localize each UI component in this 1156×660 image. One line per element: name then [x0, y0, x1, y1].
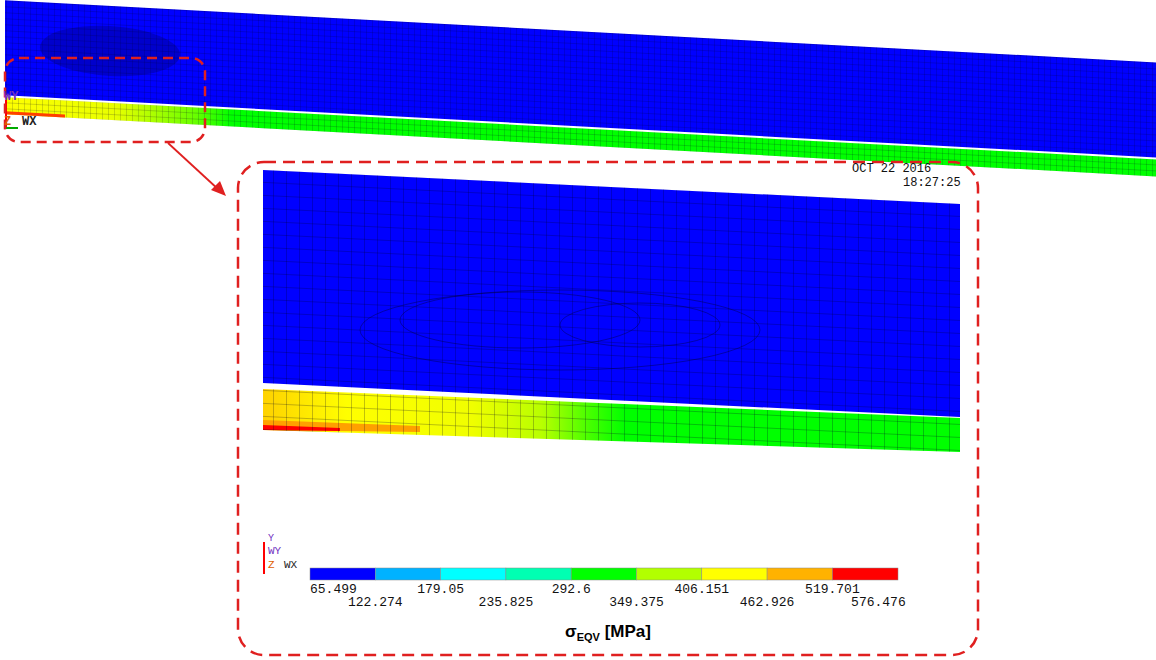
axis-label: WX [284, 560, 297, 571]
symbol: σ [565, 622, 577, 641]
unit: [MPa] [605, 622, 651, 641]
axis-label: Y [268, 534, 274, 544]
scale-value: 292.6 [552, 583, 591, 596]
axis-label: WY [268, 546, 281, 557]
timestamp: 18:27:25 [903, 177, 961, 189]
scale-value: 122.274 [348, 596, 403, 609]
quantity-caption: σEQV [MPa] [565, 622, 651, 643]
axis-label: Z [268, 560, 275, 571]
subscript: EQV [577, 631, 600, 643]
scale-value: 576.476 [851, 596, 906, 609]
axis-label: Z [4, 116, 11, 128]
scale-value: 65.499 [310, 583, 357, 596]
scale-value: 179.05 [417, 583, 464, 596]
timestamp: OCT 22 2016 [852, 163, 931, 175]
scale-value: 462.926 [740, 596, 795, 609]
axis-label: WX [22, 116, 36, 128]
axis-label: WY [4, 91, 18, 103]
color-bar [310, 568, 898, 580]
scale-value: 406.151 [674, 583, 729, 596]
scale-value: 519.701 [805, 583, 860, 596]
scale-value: 349.375 [609, 596, 664, 609]
scale-value: 235.825 [479, 596, 534, 609]
zoom-view [263, 170, 960, 452]
overview-beam [5, 0, 1156, 176]
